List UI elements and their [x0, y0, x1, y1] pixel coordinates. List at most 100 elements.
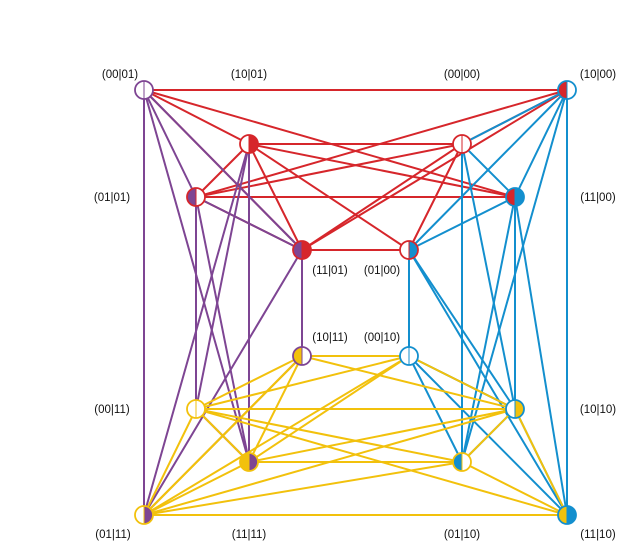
node-right-half [462, 453, 471, 471]
node-ring [505, 399, 525, 419]
node-n1100 [505, 187, 525, 207]
edge-blue-45 [408, 249, 568, 516]
edge-purple-18 [143, 89, 197, 198]
node-label-n0110: (01|10) [444, 529, 480, 541]
node-label-n1111: (11|11) [232, 529, 267, 541]
node-label-n1010: (10|10) [580, 404, 616, 416]
node-ring [292, 240, 312, 260]
edge-purple-27 [195, 196, 303, 251]
node-ring [134, 80, 154, 100]
edge-blue-33 [514, 89, 568, 198]
node-n1010 [505, 399, 525, 419]
node-right-half [196, 188, 205, 206]
node-n0110 [452, 452, 472, 472]
edge-yellow-75 [514, 408, 568, 516]
node-n0010 [399, 346, 419, 366]
node-label-n1110: (11|10) [580, 529, 616, 541]
node-left-half [135, 81, 144, 99]
node-right-half [515, 400, 524, 418]
edge-blue-38 [461, 143, 516, 410]
node-n0000 [452, 134, 472, 154]
node-n0100 [399, 240, 419, 260]
edge-layer [143, 89, 568, 516]
edge-red-17 [248, 143, 410, 251]
node-left-half [453, 453, 462, 471]
edge-yellow-68 [248, 408, 516, 463]
node-label-n0001: (00|01) [102, 69, 138, 81]
edge-blue-51 [408, 249, 516, 410]
node-n1011 [292, 346, 312, 366]
node-label-n0101: (01|01) [94, 192, 130, 204]
node-ring [292, 346, 312, 366]
edge-purple-29 [143, 249, 303, 516]
node-ring [557, 505, 577, 525]
node-ring [134, 505, 154, 525]
node-left-half [506, 400, 515, 418]
edge-yellow-57 [195, 355, 410, 410]
node-n0111 [134, 505, 154, 525]
node-ring [399, 240, 419, 260]
node-n0011 [186, 399, 206, 419]
edge-purple-21 [143, 89, 303, 251]
edge-blue-43 [514, 196, 568, 516]
node-n0001 [134, 80, 154, 100]
edge-yellow-70 [143, 461, 463, 516]
node-left-half [293, 241, 302, 259]
label-layer: (00|01) (10|00) (10|01) (00|00) (01|01) (11|0… [94, 69, 616, 541]
edge-yellow-60 [408, 355, 516, 410]
node-left-half [506, 188, 515, 206]
node-ring [186, 187, 206, 207]
node-label-n1000: (10|00) [580, 69, 616, 81]
node-left-half [558, 81, 567, 99]
edge-yellow-56 [301, 355, 516, 410]
node-n1110 [557, 505, 577, 525]
node-left-half [187, 188, 196, 206]
edge-red-1 [143, 89, 250, 145]
node-label-n0100: (01|00) [364, 265, 400, 277]
node-left-half [293, 347, 302, 365]
node-n0101 [186, 187, 206, 207]
node-label-n1001: (10|01) [231, 69, 267, 81]
edge-yellow-64 [143, 408, 197, 516]
node-label-n0111: (01|11) [95, 529, 131, 541]
node-right-half [462, 135, 471, 153]
node-label-n1011: (10|11) [312, 332, 348, 344]
node-left-half [558, 506, 567, 524]
node-left-half [187, 400, 196, 418]
node-n1001 [239, 134, 259, 154]
node-layer [134, 80, 577, 525]
node-left-half [240, 453, 249, 471]
edge-yellow-69 [461, 408, 516, 463]
node-ring [452, 134, 472, 154]
edge-yellow-72 [143, 408, 516, 516]
node-right-half [249, 453, 258, 471]
node-right-half [144, 506, 153, 524]
edge-red-6 [301, 89, 568, 251]
node-right-half [409, 241, 418, 259]
node-ring [239, 134, 259, 154]
node-ring [452, 452, 472, 472]
node-n1101 [292, 240, 312, 260]
node-right-half [249, 135, 258, 153]
edge-yellow-73 [143, 355, 303, 516]
node-ring [557, 80, 577, 100]
edge-yellow-74 [461, 461, 568, 516]
node-label-n0000: (00|00) [444, 69, 480, 81]
node-right-half [409, 347, 418, 365]
node-right-half [144, 81, 153, 99]
edge-red-16 [408, 143, 463, 251]
edge-blue-32 [461, 89, 568, 145]
node-label-n0011: (00|11) [94, 404, 130, 416]
node-left-half [135, 506, 144, 524]
node-right-half [302, 347, 311, 365]
node-left-half [453, 135, 462, 153]
node-n1000 [557, 80, 577, 100]
node-ring [186, 399, 206, 419]
node-ring [239, 452, 259, 472]
node-left-half [240, 135, 249, 153]
node-label-n0010: (00|10) [364, 332, 400, 344]
edge-purple-23 [195, 143, 250, 410]
node-right-half [515, 188, 524, 206]
node-label-n1101: (11|01) [312, 265, 348, 277]
